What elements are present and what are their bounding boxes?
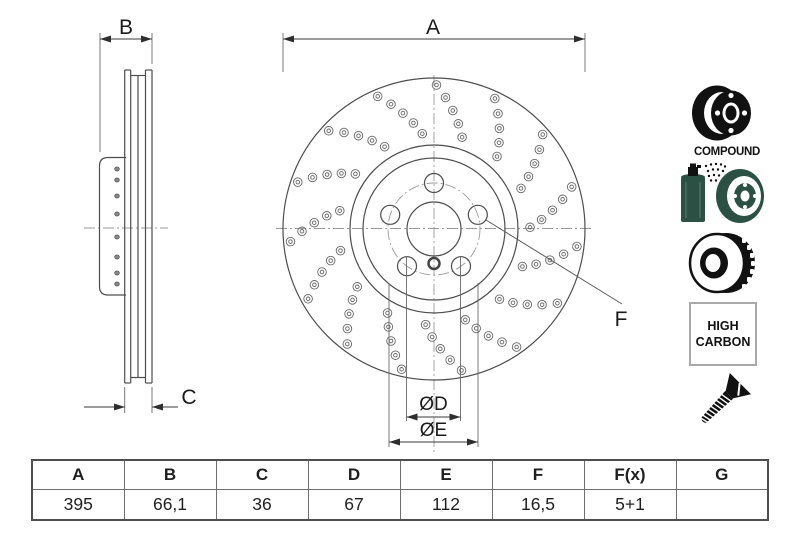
dimension-e: ØE xyxy=(388,283,479,447)
col-header-b: B xyxy=(123,459,217,490)
col-header-d: D xyxy=(307,459,401,490)
col-header-f: F xyxy=(491,459,585,490)
disc-outer-edge xyxy=(282,77,586,381)
side-hub-holes xyxy=(114,166,120,287)
dim-b-label: B xyxy=(119,16,133,39)
value-c: 36 xyxy=(215,489,309,521)
lug-bolt-holes xyxy=(380,172,488,277)
coated-disc-spray-icon xyxy=(678,162,766,229)
spray-mist-dots xyxy=(704,162,727,182)
compound-disc-icon: COMPOUND xyxy=(690,85,764,158)
high-carbon-line2: CARBON xyxy=(695,335,751,349)
col-header-fx: F(x) xyxy=(583,459,677,490)
drilled-hole-pattern xyxy=(285,80,582,376)
spray-can-icon xyxy=(681,162,764,223)
value-d: 67 xyxy=(307,489,401,521)
dimension-d: ØD xyxy=(406,256,461,421)
countersunk-screw-icon xyxy=(688,370,758,443)
bolt-circle xyxy=(387,182,481,276)
dimension-spec-table: A B C D E F F(x) G 395 66,1 36 67 112 16… xyxy=(31,459,769,521)
dim-a-label: A xyxy=(426,16,440,39)
vent-slots xyxy=(742,238,755,289)
value-fx: 5+1 xyxy=(583,489,677,521)
high-carbon-line1: HIGH xyxy=(707,319,739,333)
compound-disc-icon-art xyxy=(692,85,751,141)
hub-hat-edge xyxy=(362,157,506,301)
vented-disc-icon xyxy=(684,231,762,302)
vented-disc-icon-art xyxy=(688,232,755,294)
dim-c-label: C xyxy=(181,386,196,409)
col-header-g: G xyxy=(675,459,769,490)
friction-ring-inner-edge xyxy=(349,144,519,314)
dimension-c: C xyxy=(84,386,197,413)
compound-label: COMPOUND xyxy=(694,146,760,158)
col-header-e: E xyxy=(399,459,493,490)
side-view: B C xyxy=(84,16,197,413)
value-b: 66,1 xyxy=(123,489,217,521)
value-f: 16,5 xyxy=(491,489,585,521)
col-header-a: A xyxy=(31,459,125,490)
dimension-f: F xyxy=(485,219,628,331)
value-e: 112 xyxy=(399,489,493,521)
dimension-b: B xyxy=(99,16,153,152)
side-hub-hat xyxy=(98,156,126,296)
dimension-a: A xyxy=(282,16,586,72)
spec-table-header-row: A B C D E F F(x) G xyxy=(31,459,769,490)
center-bore xyxy=(406,201,462,257)
screw-icon-art xyxy=(700,373,751,423)
value-a: 395 xyxy=(31,489,125,521)
screw-threads xyxy=(700,393,732,423)
dim-d-label: ØD xyxy=(419,394,448,415)
locating-pin-hole xyxy=(427,256,441,271)
high-carbon-badge: HIGH CARBON xyxy=(689,302,757,366)
dim-e-label: ØE xyxy=(420,420,447,441)
dim-f-label: F xyxy=(615,308,628,331)
col-header-c: C xyxy=(215,459,309,490)
spec-table-value-row: 395 66,1 36 67 112 16,5 5+1 xyxy=(31,489,769,521)
value-g xyxy=(675,489,769,521)
front-view: F A ØD xyxy=(276,16,627,452)
